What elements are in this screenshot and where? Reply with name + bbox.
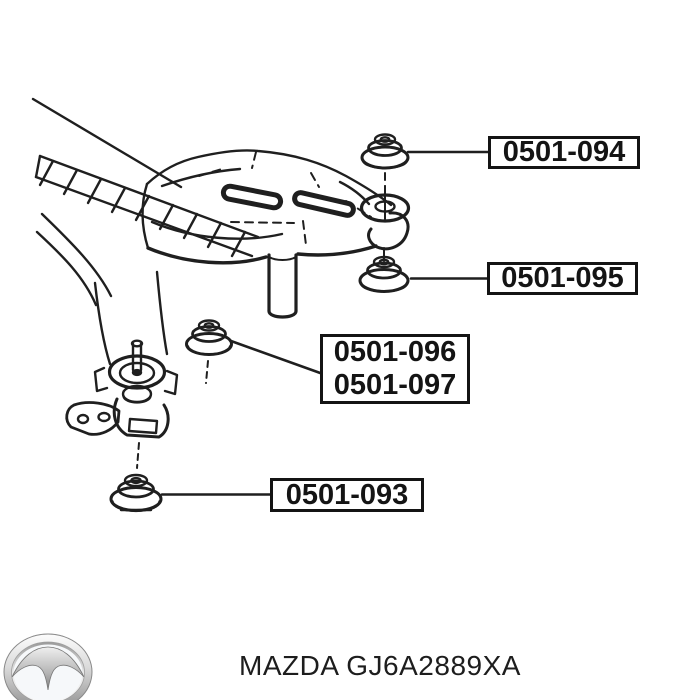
part-label-0501-095: 0501-095: [487, 262, 638, 295]
mounting-stud: [267, 253, 298, 319]
slot-hole: [220, 183, 284, 211]
crossmember-body: [141, 149, 410, 319]
bushing-bottom-0501-093: [109, 442, 163, 512]
part-label-0501-093: 0501-093: [270, 478, 424, 512]
part-number: 0501-097: [333, 369, 457, 401]
part-caption: MAZDA GJ6A2889XA: [239, 650, 521, 681]
slot-hole: [292, 190, 356, 218]
part-number: 0501-093: [285, 478, 409, 511]
part-label-0501-096-097: 0501-096 0501-097: [320, 334, 470, 404]
mazda-logo-icon: [3, 633, 93, 700]
left-beam: [31, 97, 260, 258]
bushing-center-0501-096-097: [185, 319, 233, 384]
bushing-right-lower-0501-095: [358, 255, 410, 293]
leader-lines: [160, 150, 491, 496]
part-number: 0501-096: [333, 336, 457, 368]
part-number: 0501-095: [501, 262, 624, 294]
fold-lines: [198, 151, 372, 246]
bushing-top-0501-094: [360, 133, 410, 170]
part-label-0501-094: 0501-094: [488, 136, 640, 169]
part-number: 0501-094: [502, 136, 626, 168]
lower-mount-assembly: [35, 212, 179, 439]
parts-diagram-illustration: [31, 97, 491, 512]
